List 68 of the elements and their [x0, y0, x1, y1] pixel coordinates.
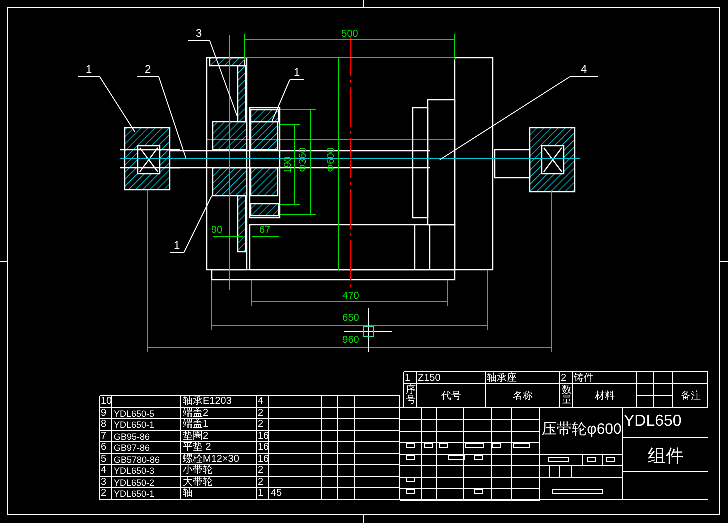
- table-text: YDL650: [624, 412, 683, 432]
- table-text: 5: [101, 454, 108, 464]
- table-text: 16: [258, 432, 270, 442]
- table-text: YDL650-2: [114, 478, 156, 488]
- dimension-value: Φ600: [327, 148, 337, 172]
- table-text: 代号: [440, 391, 462, 403]
- callout-number: 1: [290, 67, 304, 80]
- table-text: 9: [101, 408, 108, 418]
- table-text: 6: [101, 443, 108, 453]
- table-text: 7: [101, 432, 108, 442]
- table-text: 2: [561, 373, 568, 384]
- table-text: 16: [258, 443, 270, 453]
- leader-line: [158, 76, 186, 158]
- table-text: GB5780-86: [114, 454, 162, 464]
- table-text: YDL650-1: [114, 420, 156, 430]
- callout-number: 1: [78, 64, 100, 77]
- table-text: 8: [101, 420, 108, 430]
- table-text: 2: [101, 489, 108, 499]
- table-text: YDL650-1: [114, 489, 156, 499]
- dimension-value: Φ360: [299, 148, 309, 172]
- table-text: 2: [258, 478, 265, 488]
- leader-line: [100, 76, 136, 132]
- callout-number: 3: [188, 28, 210, 41]
- table-text: 3: [101, 478, 108, 488]
- table-text: 螺栓M12×30: [183, 454, 240, 464]
- dimension-value: 90: [210, 226, 224, 236]
- table-text: 2: [258, 466, 265, 476]
- dimension-value: 650: [342, 314, 360, 324]
- dimension-value: 67: [258, 226, 272, 236]
- table-text: 1: [405, 373, 412, 384]
- table-text: Z150: [418, 373, 442, 384]
- table-text: 2: [258, 408, 265, 418]
- table-text: 16: [258, 454, 270, 464]
- table-text: 2: [258, 420, 265, 430]
- callout-number: 4: [570, 64, 598, 77]
- table-text: 45: [271, 489, 284, 499]
- table-text: 1: [258, 489, 265, 499]
- table-text: 轴承座: [487, 373, 518, 384]
- table-text: 序号: [406, 386, 416, 406]
- table-text: 组件: [647, 445, 685, 467]
- leader-line: [184, 196, 212, 254]
- table-text: 4: [101, 466, 108, 476]
- table-text: 数量: [562, 386, 572, 406]
- table-text: 备注: [680, 391, 702, 403]
- callout-number: 1: [170, 240, 184, 253]
- dimension-value: 470: [342, 292, 360, 302]
- leader-line: [440, 76, 570, 160]
- table-text: YDL650-3: [114, 466, 156, 476]
- table-text: 平垫 2: [183, 443, 212, 453]
- table-text: YDL650-5: [114, 408, 156, 418]
- dimension-value: 190: [284, 156, 294, 174]
- table-text: 压带轮φ600: [541, 420, 623, 440]
- dimension-value: 500: [340, 30, 360, 40]
- table-text: GB95-86: [114, 432, 152, 442]
- table-text: GB97-86: [114, 443, 152, 453]
- table-text: 4: [258, 397, 265, 407]
- table-text: 垫圈2: [183, 432, 210, 442]
- table-text: 铸件: [574, 373, 595, 384]
- table-text: 端盖2: [183, 408, 210, 418]
- table-text: 大带轮: [183, 478, 214, 488]
- table-text: 材料: [594, 391, 616, 403]
- leader-line: [272, 80, 290, 122]
- callout-number: 2: [137, 64, 159, 77]
- table-text: 名称: [512, 391, 534, 403]
- leader-line: [210, 40, 238, 118]
- table-text: 10: [101, 397, 113, 407]
- table-text: 轴: [183, 489, 194, 499]
- dimension-value: 960: [342, 336, 360, 346]
